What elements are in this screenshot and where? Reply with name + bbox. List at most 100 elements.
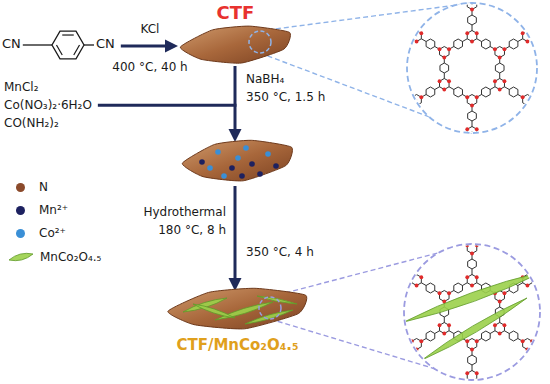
nitrogen-atom	[475, 95, 479, 99]
nitrogen-atom	[438, 79, 442, 83]
nitrogen-atom	[470, 104, 474, 108]
nitrogen-atom	[419, 95, 423, 99]
nitrogen-atom	[503, 291, 507, 295]
framework-bond	[389, 280, 417, 296]
nitrogen-atom	[415, 40, 419, 44]
nitrogen-atom	[475, 31, 479, 35]
condition-label: 400 °C, 40 h	[112, 60, 187, 74]
phenyl-ring	[523, 15, 532, 25]
material-sheet-surface	[180, 26, 290, 63]
nitrogen-atom	[493, 323, 497, 327]
terephthalonitrile	[23, 31, 94, 59]
phenyl-ring	[537, 87, 546, 97]
mnco2o4-flake	[193, 304, 235, 318]
legend-swatch	[16, 183, 25, 192]
phenyl-ring	[426, 39, 435, 49]
phenyl-ring	[509, 39, 518, 49]
nitrogen-atom	[447, 47, 451, 51]
legend-flake	[8, 251, 34, 263]
framework-bond	[472, 132, 500, 148]
framework-bond	[527, 328, 550, 344]
framework-bond	[527, 100, 528, 132]
phenyl-ring	[468, 111, 477, 121]
zoom-view	[389, 0, 550, 148]
phenyl-ring	[454, 135, 463, 145]
single-bond	[23, 44, 52, 45]
condition-label: 350 °C, 4 h	[246, 245, 314, 259]
phenyl-ring	[426, 331, 435, 341]
phenyl-ring	[482, 39, 491, 49]
nitrogen-atom	[438, 291, 442, 295]
nitrogen-atom	[465, 31, 469, 35]
phenyl-ring	[468, 15, 477, 25]
nitrogen-atom	[498, 300, 502, 304]
nitrogen-atom	[470, 8, 474, 12]
nitrogen-atom	[438, 323, 442, 327]
nitrogen-atom	[526, 40, 530, 44]
material-sheet-surface	[182, 140, 292, 181]
loaded-sheet	[182, 140, 292, 181]
metal-ion	[199, 159, 205, 165]
phenyl-ring	[440, 63, 449, 73]
nitrogen-atom	[447, 79, 451, 83]
nitrogen-atom	[498, 88, 502, 92]
nitrogen-atom	[447, 291, 451, 295]
nitrogen-atom	[470, 348, 474, 352]
nitrogen-atom	[498, 56, 502, 60]
reagent-label: Co(NO₃)₂·6H₂O	[4, 98, 92, 112]
reagent-label: CO(NH₂)₂	[4, 116, 59, 130]
nitrogen-atom	[503, 323, 507, 327]
cyano-group: CN	[96, 36, 115, 52]
nitrogen-atom	[442, 332, 446, 336]
nitrogen-atom	[475, 127, 479, 131]
phenyl-ring	[482, 135, 491, 145]
phenyl-ring	[398, 283, 407, 293]
framework-bond	[444, 132, 472, 148]
material-sheet: CTF/MnCo₂O₄.₅	[165, 286, 310, 358]
phenyl-ring	[468, 355, 477, 365]
nitrogen-atom	[419, 339, 423, 343]
metal-ion	[257, 171, 263, 177]
nitrogen-atom	[526, 284, 530, 288]
process-arrow	[98, 104, 237, 107]
metal-ion	[215, 149, 221, 155]
phenyl-ring	[412, 111, 421, 121]
phenyl-ring	[398, 87, 407, 97]
mnco2o4-flake	[422, 298, 527, 360]
phenyl-ring	[426, 283, 435, 293]
nitrogen-atom	[521, 339, 525, 343]
nitrogen-atom	[493, 79, 497, 83]
phenyl-ring	[537, 331, 546, 341]
condition-label: 350 °C, 1.5 h	[246, 90, 325, 104]
metal-ion	[221, 173, 227, 179]
reagent-label: NaBH₄	[246, 72, 284, 86]
phenyl-ring	[482, 0, 491, 1]
material-sheet-surface	[168, 288, 307, 329]
nitrogen-atom	[503, 79, 507, 83]
zoom-view	[389, 232, 550, 384]
legend-text: Co²⁺	[39, 226, 66, 240]
nitrogen-atom	[475, 275, 479, 279]
legend-entry: Co²⁺	[8, 226, 66, 240]
phenyl-ring	[426, 87, 435, 97]
nitrogen-atom	[465, 371, 469, 375]
phenyl-ring	[523, 111, 532, 121]
nitrogen-atom	[419, 275, 423, 279]
sheet-illustration	[165, 286, 310, 332]
metal-ion	[235, 155, 241, 161]
nitrogen-atom	[438, 47, 442, 51]
framework-bond	[389, 84, 417, 100]
phenyl-ring	[398, 39, 407, 49]
nitrogen-atom	[442, 56, 446, 60]
reagent-label: MnCl₂	[4, 80, 38, 94]
reagent-label: KCl	[141, 22, 160, 36]
double-bond	[62, 34, 74, 35]
framework-bond	[416, 100, 417, 132]
zoom-background	[407, 3, 537, 133]
metal-ion	[229, 165, 235, 171]
nitrogen-atom	[465, 339, 469, 343]
nitrogen-atom	[470, 40, 474, 44]
phenyl-ring	[454, 0, 463, 1]
phenyl-ring	[537, 39, 546, 49]
